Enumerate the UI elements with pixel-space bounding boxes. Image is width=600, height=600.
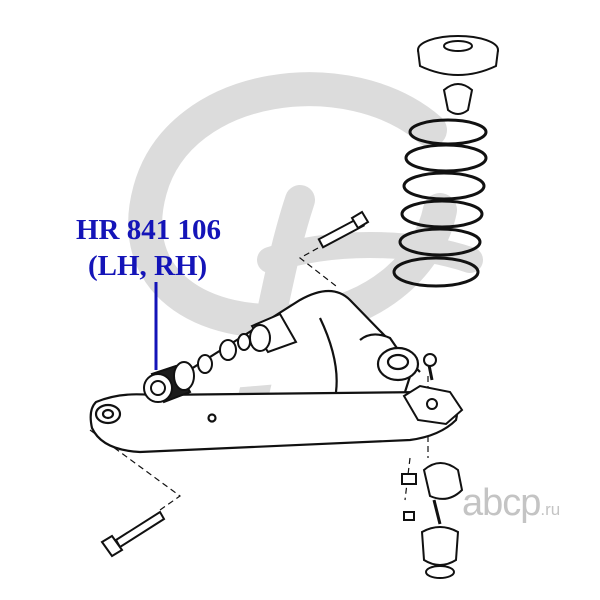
coil-spring: [392, 118, 488, 288]
brand-tld: .ru: [540, 500, 561, 519]
part-number: HR 841 106: [76, 214, 221, 246]
arm-bolt: [317, 210, 370, 249]
watermark-brand: abcp.ru: [462, 482, 560, 525]
part-number-label: HR 841 106 (LH, RH): [76, 212, 221, 284]
ball-joint-assembly: [401, 353, 464, 579]
bump-stopper: [442, 83, 474, 115]
lower-ball-joint: [422, 462, 464, 500]
part-sides: (LH, RH): [88, 250, 208, 282]
brand-name: abcp: [462, 482, 541, 524]
long-bolt: [100, 510, 166, 558]
coil-spring-assembly: [392, 35, 499, 288]
bushing-stack: [143, 312, 298, 404]
